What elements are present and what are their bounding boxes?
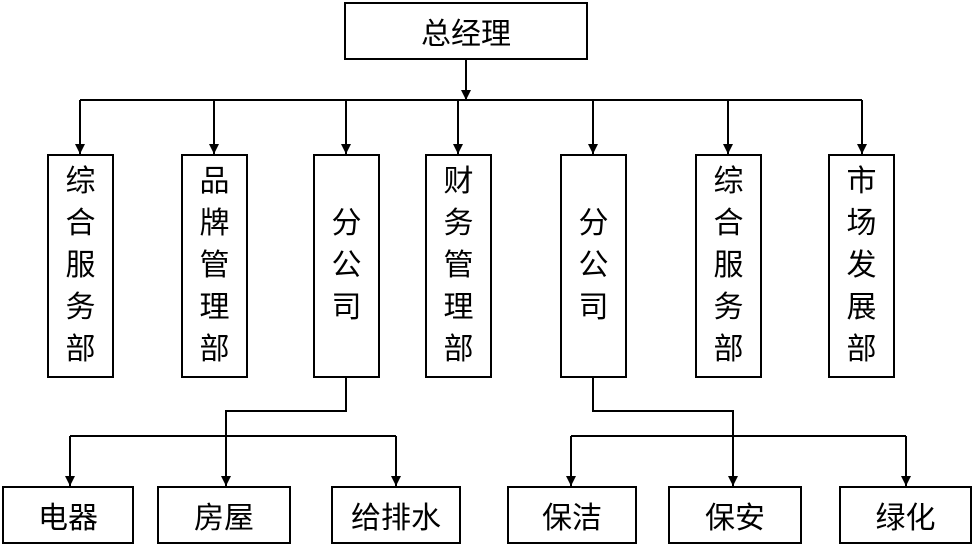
node-unit-cleaning: 保洁	[507, 486, 637, 544]
node-unit-label: 给排水	[351, 501, 441, 536]
node-dept-label: 市场发展部	[846, 164, 877, 367]
node-unit-security: 保安	[668, 486, 802, 544]
node-branch-right: 分公司	[560, 154, 627, 378]
node-dept-label: 品牌管理部	[199, 164, 230, 367]
connector-left-branch-stem	[225, 378, 347, 436]
node-unit-plumbing: 给排水	[331, 486, 461, 544]
connector-right-branch-stem	[592, 378, 734, 436]
node-unit-label: 房屋	[194, 501, 254, 536]
node-general-manager-label: 总经理	[421, 17, 511, 52]
node-unit-label: 保安	[705, 501, 765, 536]
node-dept-label: 综合服务部	[65, 164, 96, 367]
node-unit-housing: 房屋	[157, 486, 291, 544]
node-dept-label: 分公司	[331, 206, 362, 325]
node-dept-label: 分公司	[578, 206, 609, 325]
node-unit-greening: 绿化	[839, 486, 972, 544]
node-general-manager: 总经理	[344, 2, 588, 60]
node-dept-label: 综合服务部	[713, 164, 744, 367]
node-unit-label: 绿化	[875, 501, 936, 536]
node-dept-market-development: 市场发展部	[828, 154, 895, 378]
node-unit-label: 电器	[38, 501, 98, 536]
node-dept-general-services-1: 综合服务部	[47, 154, 114, 378]
node-dept-brand-management: 品牌管理部	[181, 154, 248, 378]
node-dept-finance-management: 财务管理部	[425, 154, 492, 378]
node-unit-label: 保洁	[542, 501, 602, 536]
node-dept-label: 财务管理部	[443, 164, 474, 367]
node-branch-left: 分公司	[313, 154, 380, 378]
node-dept-general-services-2: 综合服务部	[695, 154, 762, 378]
node-unit-electrical: 电器	[2, 486, 134, 544]
